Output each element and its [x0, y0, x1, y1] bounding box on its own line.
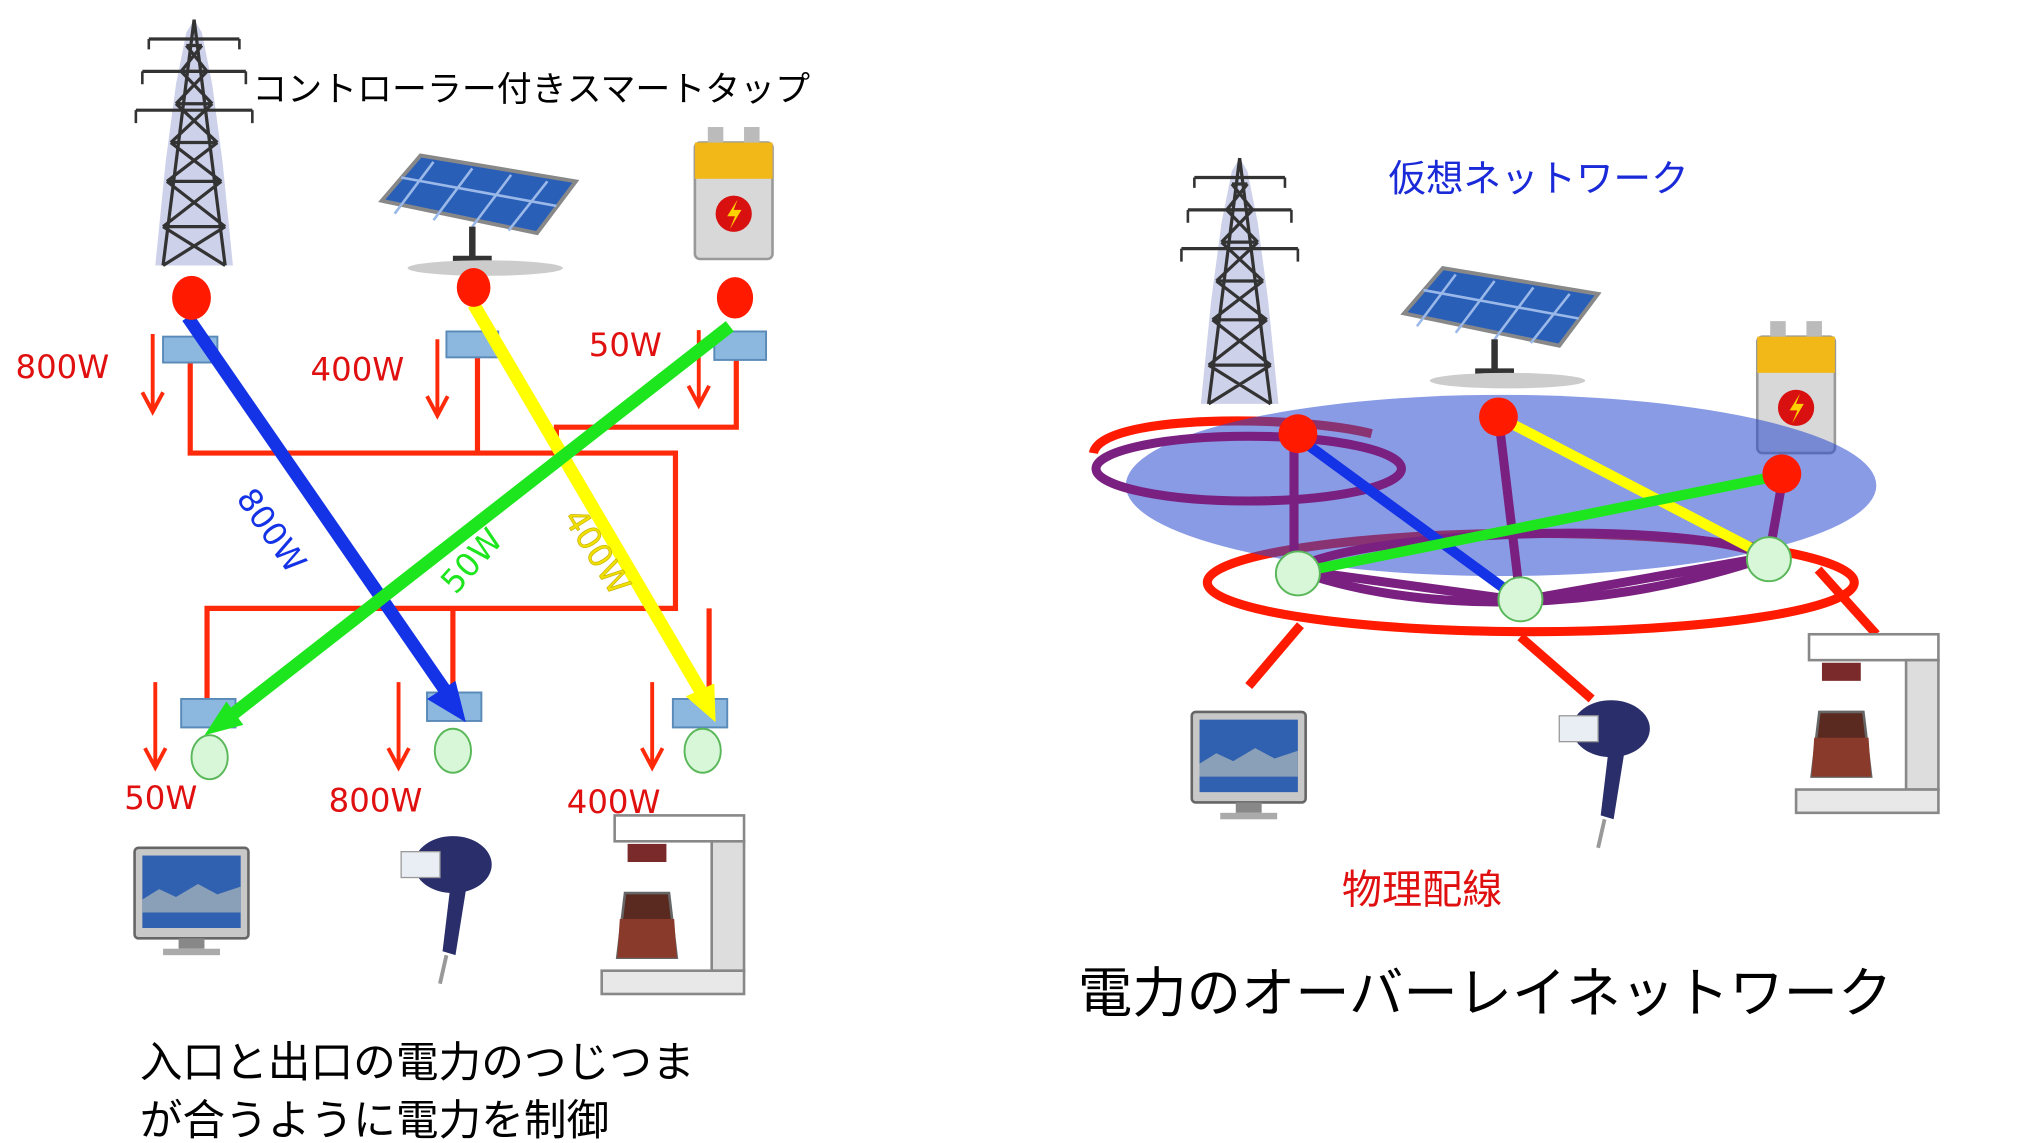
tv-icon	[1190, 710, 1307, 821]
source-watt-label: 800W	[16, 348, 110, 386]
hair-dryer-icon	[399, 834, 494, 986]
tv-icon	[133, 846, 250, 957]
current-arrows	[140, 330, 711, 772]
source-node	[1278, 414, 1318, 454]
flow-arrow-800w	[182, 313, 461, 710]
flow-arrow-50w	[218, 321, 734, 728]
virtual-link-green	[1292, 470, 1783, 579]
virtual-network-label: 仮想ネットワーク	[1388, 157, 1688, 201]
flow-arrowhead	[204, 701, 244, 736]
flow-arrowhead	[427, 680, 466, 723]
right-diagram: 仮想ネットワーク	[1078, 156, 1940, 1025]
load-watt-label: 50W	[124, 779, 197, 817]
coffee-maker-icon	[600, 814, 746, 996]
power-tower-icon	[1179, 156, 1300, 406]
virtual-link-blue	[1294, 433, 1523, 604]
physical-wiring-label: 物理配線	[1342, 867, 1502, 913]
source-watt-label: 50W	[589, 326, 662, 364]
physical-wiring	[187, 343, 739, 706]
flow-label-800w: 800W	[229, 481, 314, 580]
load-node	[1745, 536, 1792, 583]
virtual-link-yellow	[1496, 412, 1770, 562]
source-node	[716, 277, 754, 319]
load-node	[190, 734, 229, 781]
tap-boxes	[162, 330, 768, 729]
source-node	[1762, 454, 1802, 494]
left-caption-line2: が合うように電力を制御	[140, 1096, 610, 1143]
flow-arrow-400w	[468, 301, 715, 709]
smart-tap-label: コントローラー付きスマートタップ	[252, 70, 810, 110]
right-caption: 電力のオーバーレイネットワーク	[1078, 962, 1892, 1025]
solar-panel-icon	[1404, 268, 1598, 388]
load-node	[1274, 550, 1321, 597]
virtual-load-nodes	[1274, 536, 1792, 623]
virtual-source-nodes	[1278, 397, 1802, 494]
source-node	[456, 268, 491, 307]
power-tower-icon	[134, 17, 254, 268]
coffee-maker-icon	[1794, 632, 1940, 815]
flow-arrowhead	[685, 683, 716, 723]
source-nodes	[172, 268, 754, 320]
left-caption-line1: 入口と出口の電力のつじつま	[140, 1038, 695, 1088]
load-node	[1497, 576, 1544, 623]
battery-icon	[693, 125, 774, 261]
source-node	[172, 275, 211, 320]
load-watt-label: 800W	[329, 782, 423, 820]
load-node	[683, 727, 722, 774]
load-nodes	[190, 727, 722, 781]
hair-dryer-icon	[1557, 698, 1652, 850]
left-diagram: コントローラー付きスマートタップ	[16, 17, 810, 1143]
flow-label-50w: 50W	[433, 521, 510, 601]
solar-panel-icon	[382, 155, 576, 275]
flow-arrows	[182, 301, 734, 736]
source-node	[1479, 397, 1518, 437]
source-watt-label: 400W	[311, 351, 405, 389]
load-node	[433, 727, 472, 774]
